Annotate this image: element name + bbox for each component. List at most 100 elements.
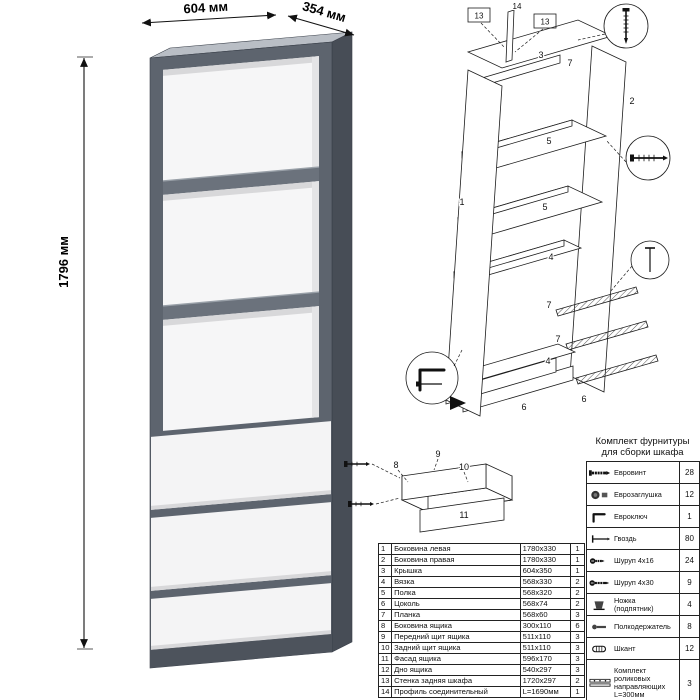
- drawer-front-1: [151, 421, 331, 510]
- part-name: Боковина правая: [391, 554, 521, 566]
- hardware-item-qty: 24: [679, 549, 700, 572]
- drawer-rail-3: [575, 354, 659, 385]
- part-num: 10: [377, 642, 393, 654]
- part-qty: 1: [569, 543, 586, 555]
- part-size: 568x320: [519, 587, 571, 599]
- label-part-7c: 7: [555, 334, 560, 344]
- drawer-front-3: [151, 583, 331, 650]
- part-size: L=1690мм: [519, 686, 571, 698]
- part-size: 300x110: [519, 620, 571, 632]
- part-name: Вязка: [391, 576, 521, 588]
- part-num: 13: [377, 675, 393, 687]
- screw-long-icon: [589, 579, 610, 586]
- drawer-screw-1: [344, 461, 401, 479]
- part-qty: 2: [569, 587, 586, 599]
- hardware-kit-title: Комплект фурнитуры для сборки шкафа: [586, 436, 699, 458]
- part-num: 3: [377, 565, 393, 577]
- hardware-item-qty: 9: [679, 571, 700, 594]
- dowel-icon: [592, 645, 607, 652]
- width-dimension-label: 604 мм: [183, 0, 228, 16]
- part-size: 540x297: [519, 664, 571, 676]
- part-num: 7: [377, 609, 393, 621]
- exploded-connector-profile: [505, 9, 515, 63]
- part-qty: 1: [569, 554, 586, 566]
- hardware-row: Шуруп 4x30 9: [586, 571, 700, 594]
- hardware-row: Евроключ 1: [586, 505, 700, 528]
- hardware-item-qty: 80: [679, 527, 700, 550]
- shelf-band-2: [163, 292, 319, 320]
- part-qty: 2: [569, 675, 586, 687]
- hardware-item-name: Евроключ: [614, 511, 648, 521]
- exploded-diagram: 13 14 13 1 2 3 5 5 4 4 6 6 7 7 7: [405, 1, 671, 417]
- part-qty: 3: [569, 609, 586, 621]
- part-num: 5: [377, 587, 393, 599]
- shelf-band-1: [163, 167, 319, 195]
- part-size: 568x60: [519, 609, 571, 621]
- part-name: Стенка задняя шкафа: [391, 675, 521, 687]
- part-name: Боковина левая: [391, 543, 521, 555]
- label-drawer-front: 9: [435, 449, 440, 459]
- label-part-6b: 6: [581, 394, 586, 404]
- drawer-front-2: [151, 502, 331, 591]
- part-name: Боковина ящика: [391, 620, 521, 632]
- drawer-front-3-shadow: [151, 630, 331, 650]
- hardware-row: Шкант 12: [586, 637, 700, 660]
- part-num: 6: [377, 598, 393, 610]
- label-drawer-facade: 11: [459, 510, 468, 520]
- part-name: Профиль соединительный: [391, 686, 521, 698]
- cabinet-render: [149, 31, 353, 669]
- hardware-row: Комплект роликовых направляющих L=300мм …: [586, 659, 700, 700]
- detail-circle-nail: [609, 240, 670, 293]
- hardware-item-name: Шкант: [614, 643, 636, 653]
- label-part-1: 1: [459, 197, 464, 207]
- drawer-rail-1: [555, 286, 639, 317]
- hardware-item-name: Гвоздь: [614, 533, 637, 543]
- part-name: Цоколь: [391, 598, 521, 610]
- hardware-kit-panel: Комплект фурнитуры для сборки шкафа Евро…: [586, 436, 700, 700]
- hardware-row: Еврозаглушка 12: [586, 483, 700, 506]
- compartment-3-shadow: [163, 306, 319, 326]
- part-size: 1780x330: [519, 554, 571, 566]
- shelf-band-2-highlight: [162, 291, 320, 307]
- drawer-front-1-shadow: [151, 490, 331, 510]
- exploded-left-panel: [445, 69, 503, 417]
- part-qty: 2: [569, 598, 586, 610]
- hardware-item-qty: 12: [679, 637, 700, 660]
- hardware-item-name: Еврозаглушка: [614, 489, 662, 499]
- detail-circle-euroscrew: [605, 135, 671, 181]
- drawer-screw-2: [348, 497, 401, 507]
- compartment-2-inner-wall: [312, 181, 319, 293]
- compartment-1-inner-wall: [312, 56, 319, 168]
- euro-cap-icon: [591, 490, 608, 499]
- part-qty: 1: [569, 565, 586, 577]
- compartment-2: [163, 181, 319, 306]
- hardware-item-name: Шуруп 4x30: [614, 577, 654, 587]
- callout-13b-label: 13: [541, 18, 550, 27]
- label-part-6a: 6: [521, 402, 526, 412]
- hardware-item-qty: 4: [679, 593, 700, 616]
- callout-box-13a: [467, 7, 491, 23]
- shelf-band-1-highlight: [162, 166, 320, 182]
- part-name: Полка: [391, 587, 521, 599]
- hardware-item-qty: 1: [679, 505, 700, 528]
- part-num: 4: [377, 576, 393, 588]
- screw-icon: [589, 557, 605, 564]
- part-name: Дно ящика: [391, 664, 521, 676]
- drawer-front-panel: [401, 463, 487, 501]
- part-size: 511x110: [519, 631, 571, 643]
- compartment-1: [163, 56, 319, 181]
- part-qty: 2: [569, 576, 586, 588]
- hardware-kit-title-line1: Комплект фурнитуры: [595, 436, 690, 447]
- hardware-item-qty: 28: [679, 461, 700, 484]
- cabinet-side-face: [331, 31, 353, 653]
- label-part-4b: 4: [545, 356, 550, 366]
